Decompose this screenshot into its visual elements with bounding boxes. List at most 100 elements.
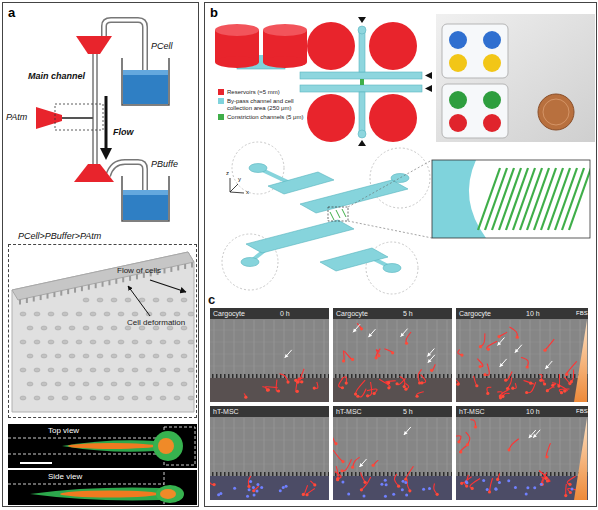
- micrograph: [345, 381, 348, 384]
- micrograph: [486, 488, 489, 491]
- micrograph: [554, 374, 556, 378]
- micrograph: [304, 472, 306, 476]
- device-slab: [90, 368, 96, 372]
- micrograph: [534, 374, 536, 378]
- device-slab: [55, 326, 61, 330]
- micrograph: [210, 342, 329, 343]
- micrograph: [249, 480, 252, 483]
- micrograph: [428, 359, 432, 363]
- micrograph: [337, 320, 338, 378]
- micrograph: [314, 418, 315, 476]
- micrograph: [479, 365, 482, 368]
- micrograph: [220, 374, 222, 378]
- cell-type-label: hT-MSC: [459, 408, 485, 415]
- chip-layout: [360, 79, 364, 85]
- micrograph: [210, 406, 329, 500]
- device-slab: [40, 295, 42, 300]
- micrograph: [462, 472, 464, 476]
- device-slab: [83, 326, 89, 330]
- device-slab: [125, 354, 131, 358]
- device-slab: [55, 382, 61, 386]
- micrograph: [375, 472, 377, 476]
- device-slab: [188, 312, 194, 316]
- device-slab: [111, 354, 117, 358]
- micrograph: [406, 332, 411, 343]
- micrograph: [465, 484, 468, 487]
- micrograph: [313, 483, 316, 486]
- micrograph: [395, 374, 397, 378]
- micrograph: [347, 493, 350, 496]
- micrograph: [533, 434, 537, 438]
- micrograph: [545, 455, 548, 458]
- micrograph: [300, 380, 303, 383]
- fluorescence-image: [160, 489, 176, 499]
- micrograph: [411, 472, 413, 476]
- device-slab: [104, 312, 110, 316]
- fluorescence-image: [68, 443, 156, 449]
- micrograph: [387, 320, 388, 378]
- main-channel: [93, 54, 94, 164]
- cell-type-label: hT-MSC: [213, 408, 239, 415]
- micrograph: [368, 333, 372, 337]
- device-slab: [76, 396, 82, 400]
- axis-triad: [230, 184, 238, 192]
- micrograph: [210, 406, 329, 500]
- micrograph: [252, 489, 255, 492]
- micrograph: [431, 472, 433, 476]
- device-slab: [122, 277, 124, 282]
- micrograph: [458, 374, 460, 378]
- micrograph: [524, 380, 534, 383]
- micrograph: [474, 472, 476, 476]
- micrograph: [252, 374, 254, 378]
- micrograph: [214, 320, 215, 378]
- micrograph: [498, 481, 501, 484]
- device-slab: [129, 276, 131, 281]
- micrograph: [545, 361, 552, 369]
- micrograph: [248, 488, 251, 491]
- time-label: 5 h: [403, 408, 413, 415]
- micrograph: [356, 395, 359, 398]
- device-slab: [146, 340, 152, 344]
- device-slab: [12, 252, 201, 412]
- micrograph: [340, 469, 343, 472]
- micrograph: [502, 374, 504, 378]
- micrograph: [316, 374, 318, 378]
- device-slab: [136, 274, 138, 279]
- fluorescence-image: [158, 438, 174, 454]
- channel-3d: [370, 148, 430, 208]
- micrograph: [456, 406, 588, 500]
- micrograph: [210, 378, 329, 402]
- channel-3d: [241, 258, 259, 267]
- main-channel: [62, 117, 93, 119]
- micrograph: [387, 381, 390, 384]
- micrograph: [244, 418, 245, 476]
- micrograph: [437, 418, 438, 476]
- micrograph: [244, 472, 246, 476]
- device-slab: [104, 340, 110, 344]
- micrograph: [279, 374, 288, 382]
- device-slab: [174, 340, 180, 344]
- micrograph: [333, 406, 452, 500]
- device-slab: [62, 340, 68, 344]
- micrograph: [456, 440, 588, 441]
- micrograph: [373, 392, 376, 395]
- micrograph: [234, 418, 235, 476]
- micrograph: [371, 472, 373, 476]
- micrograph: [384, 479, 387, 482]
- micrograph: [264, 472, 266, 476]
- micrograph: [565, 373, 568, 376]
- micrograph: [496, 478, 499, 481]
- chip-layout: [425, 72, 432, 79]
- micrograph: [560, 320, 561, 378]
- chip-layout: [300, 72, 422, 79]
- micrograph: [482, 472, 484, 476]
- device-slab: [153, 382, 159, 386]
- chip-layout: [358, 130, 366, 138]
- micrograph: [339, 374, 341, 378]
- micrograph: [533, 486, 536, 489]
- micrograph: [550, 418, 551, 476]
- micrograph: [234, 320, 235, 378]
- micrograph: [545, 365, 549, 369]
- micrograph: [336, 466, 338, 480]
- micrograph: [312, 374, 314, 378]
